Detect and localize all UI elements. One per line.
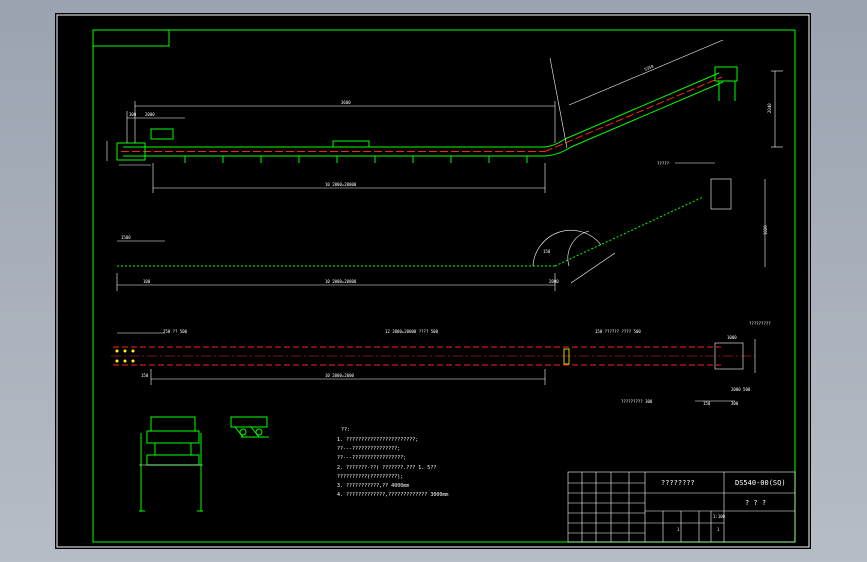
- plan-run-dim: 10 2000=2000: [325, 373, 354, 378]
- plan-tail-dots: [115, 349, 135, 363]
- plan-end-dim-1: 1000: [727, 335, 737, 340]
- mid-dimensions: [116, 162, 766, 291]
- tech-req-line-5: ??????????(?????????);: [337, 474, 403, 480]
- top-dimensions: [106, 39, 783, 193]
- dim-mid-start: 100: [143, 279, 151, 284]
- top-elevation-view: 3600 10 2000=20000 5350 2040 300 2000: [106, 39, 783, 193]
- tail-unit: [116, 142, 146, 161]
- incline-rail-upper: [564, 72, 720, 140]
- incline-centerline: [544, 76, 723, 152]
- title-sheet: 1: [677, 527, 680, 532]
- tech-req-title: ??:: [341, 427, 350, 433]
- tech-req-line-1: 1. ???????????????????????;: [337, 437, 418, 443]
- tail-hopper: [150, 128, 174, 140]
- drawing-border: [92, 29, 796, 543]
- section-detail: [139, 416, 203, 512]
- sheet-frame: [56, 14, 810, 548]
- mid-incline-line: [554, 196, 704, 267]
- drawing-canvas[interactable]: 3600 10 2000=20000 5350 2040 300 2000: [55, 13, 811, 549]
- title-block: [567, 471, 796, 543]
- dim-top-run: 10 2000=20000: [325, 182, 357, 187]
- dim-top-small-1: 300: [129, 112, 137, 117]
- drawing-sheet: 3600 10 2000=20000 5350 2040 300 2000: [55, 13, 811, 549]
- title-scale: 1:100: [713, 514, 726, 519]
- dim-mid-small: 1500: [121, 235, 131, 240]
- dim-mid-end: 2000: [549, 279, 559, 284]
- mid-head-box: [710, 178, 732, 210]
- mid-bend-arc-2: [567, 230, 590, 267]
- tech-req-line-2: ??---???????????????;: [337, 446, 400, 452]
- tech-req-line-7: 4. ?????????????,????????????? 3000mm: [337, 492, 448, 498]
- title-company: ????????: [661, 479, 695, 487]
- title-name: ? ? ?: [745, 499, 766, 507]
- corner-tag-box: [92, 29, 170, 47]
- middle-elevation-view: 10 2000=20000 100 2000 1500 150 ????? 10…: [116, 161, 768, 291]
- title-sheets: 1: [717, 527, 720, 532]
- plan-head-frame: [714, 342, 744, 370]
- dim-mid-run: 10 2000=20000: [325, 279, 357, 284]
- title-drawing-no: DS540-00(SQ): [735, 479, 786, 487]
- tech-requirements: ??: 1. ???????????????????????; ??---???…: [337, 427, 448, 498]
- plan-small-dim: 150: [141, 373, 149, 378]
- tech-req-line-3: ??---?????????????????;: [337, 455, 406, 461]
- head-drive: [714, 66, 738, 82]
- dim-top-total: 3600: [341, 100, 351, 105]
- top-supports: [184, 156, 528, 163]
- dim-mid-tail-note: ?????: [657, 161, 670, 166]
- plan-end-dim-4: 300: [731, 401, 739, 406]
- chain-detail: [230, 416, 269, 438]
- plan-note-right: 150 ?????? ???? 500: [595, 329, 641, 334]
- tech-req-line-6: 3. ???????????,?? 4000mm: [337, 483, 409, 489]
- conveyor-bend: [542, 138, 572, 157]
- plan-note-far-right: ?????????: [749, 321, 771, 326]
- tech-req-line-4: 2. ???????-??( ???????.??? 1. 5??: [337, 465, 436, 471]
- dim-top-small-2: 2000: [145, 112, 155, 117]
- plan-end-dim-2: 2000 500: [731, 387, 751, 392]
- dim-mid-right-h: 1020: [763, 225, 768, 235]
- mid-bend-arc: [532, 229, 602, 267]
- plan-end-dim-3: 150: [703, 401, 711, 406]
- plan-note-low-right: ????????? 300: [621, 399, 653, 404]
- incline-rail-lower: [570, 81, 724, 148]
- plan-note-left: 250 ?? 500: [163, 329, 188, 334]
- plan-view: 250 ?? 500 12 2000=20000 ???? 500 150 ??…: [111, 321, 771, 406]
- plan-note-center: 12 2000=20000 ???? 500: [385, 329, 439, 334]
- top-cover-box: [332, 140, 370, 148]
- plan-mid-mark: [563, 348, 570, 365]
- dim-top-incline: 5350: [643, 63, 654, 72]
- plan-dimensions: [117, 332, 756, 402]
- dim-top-height: 2040: [767, 103, 772, 113]
- dim-mid-left: 150: [543, 249, 551, 254]
